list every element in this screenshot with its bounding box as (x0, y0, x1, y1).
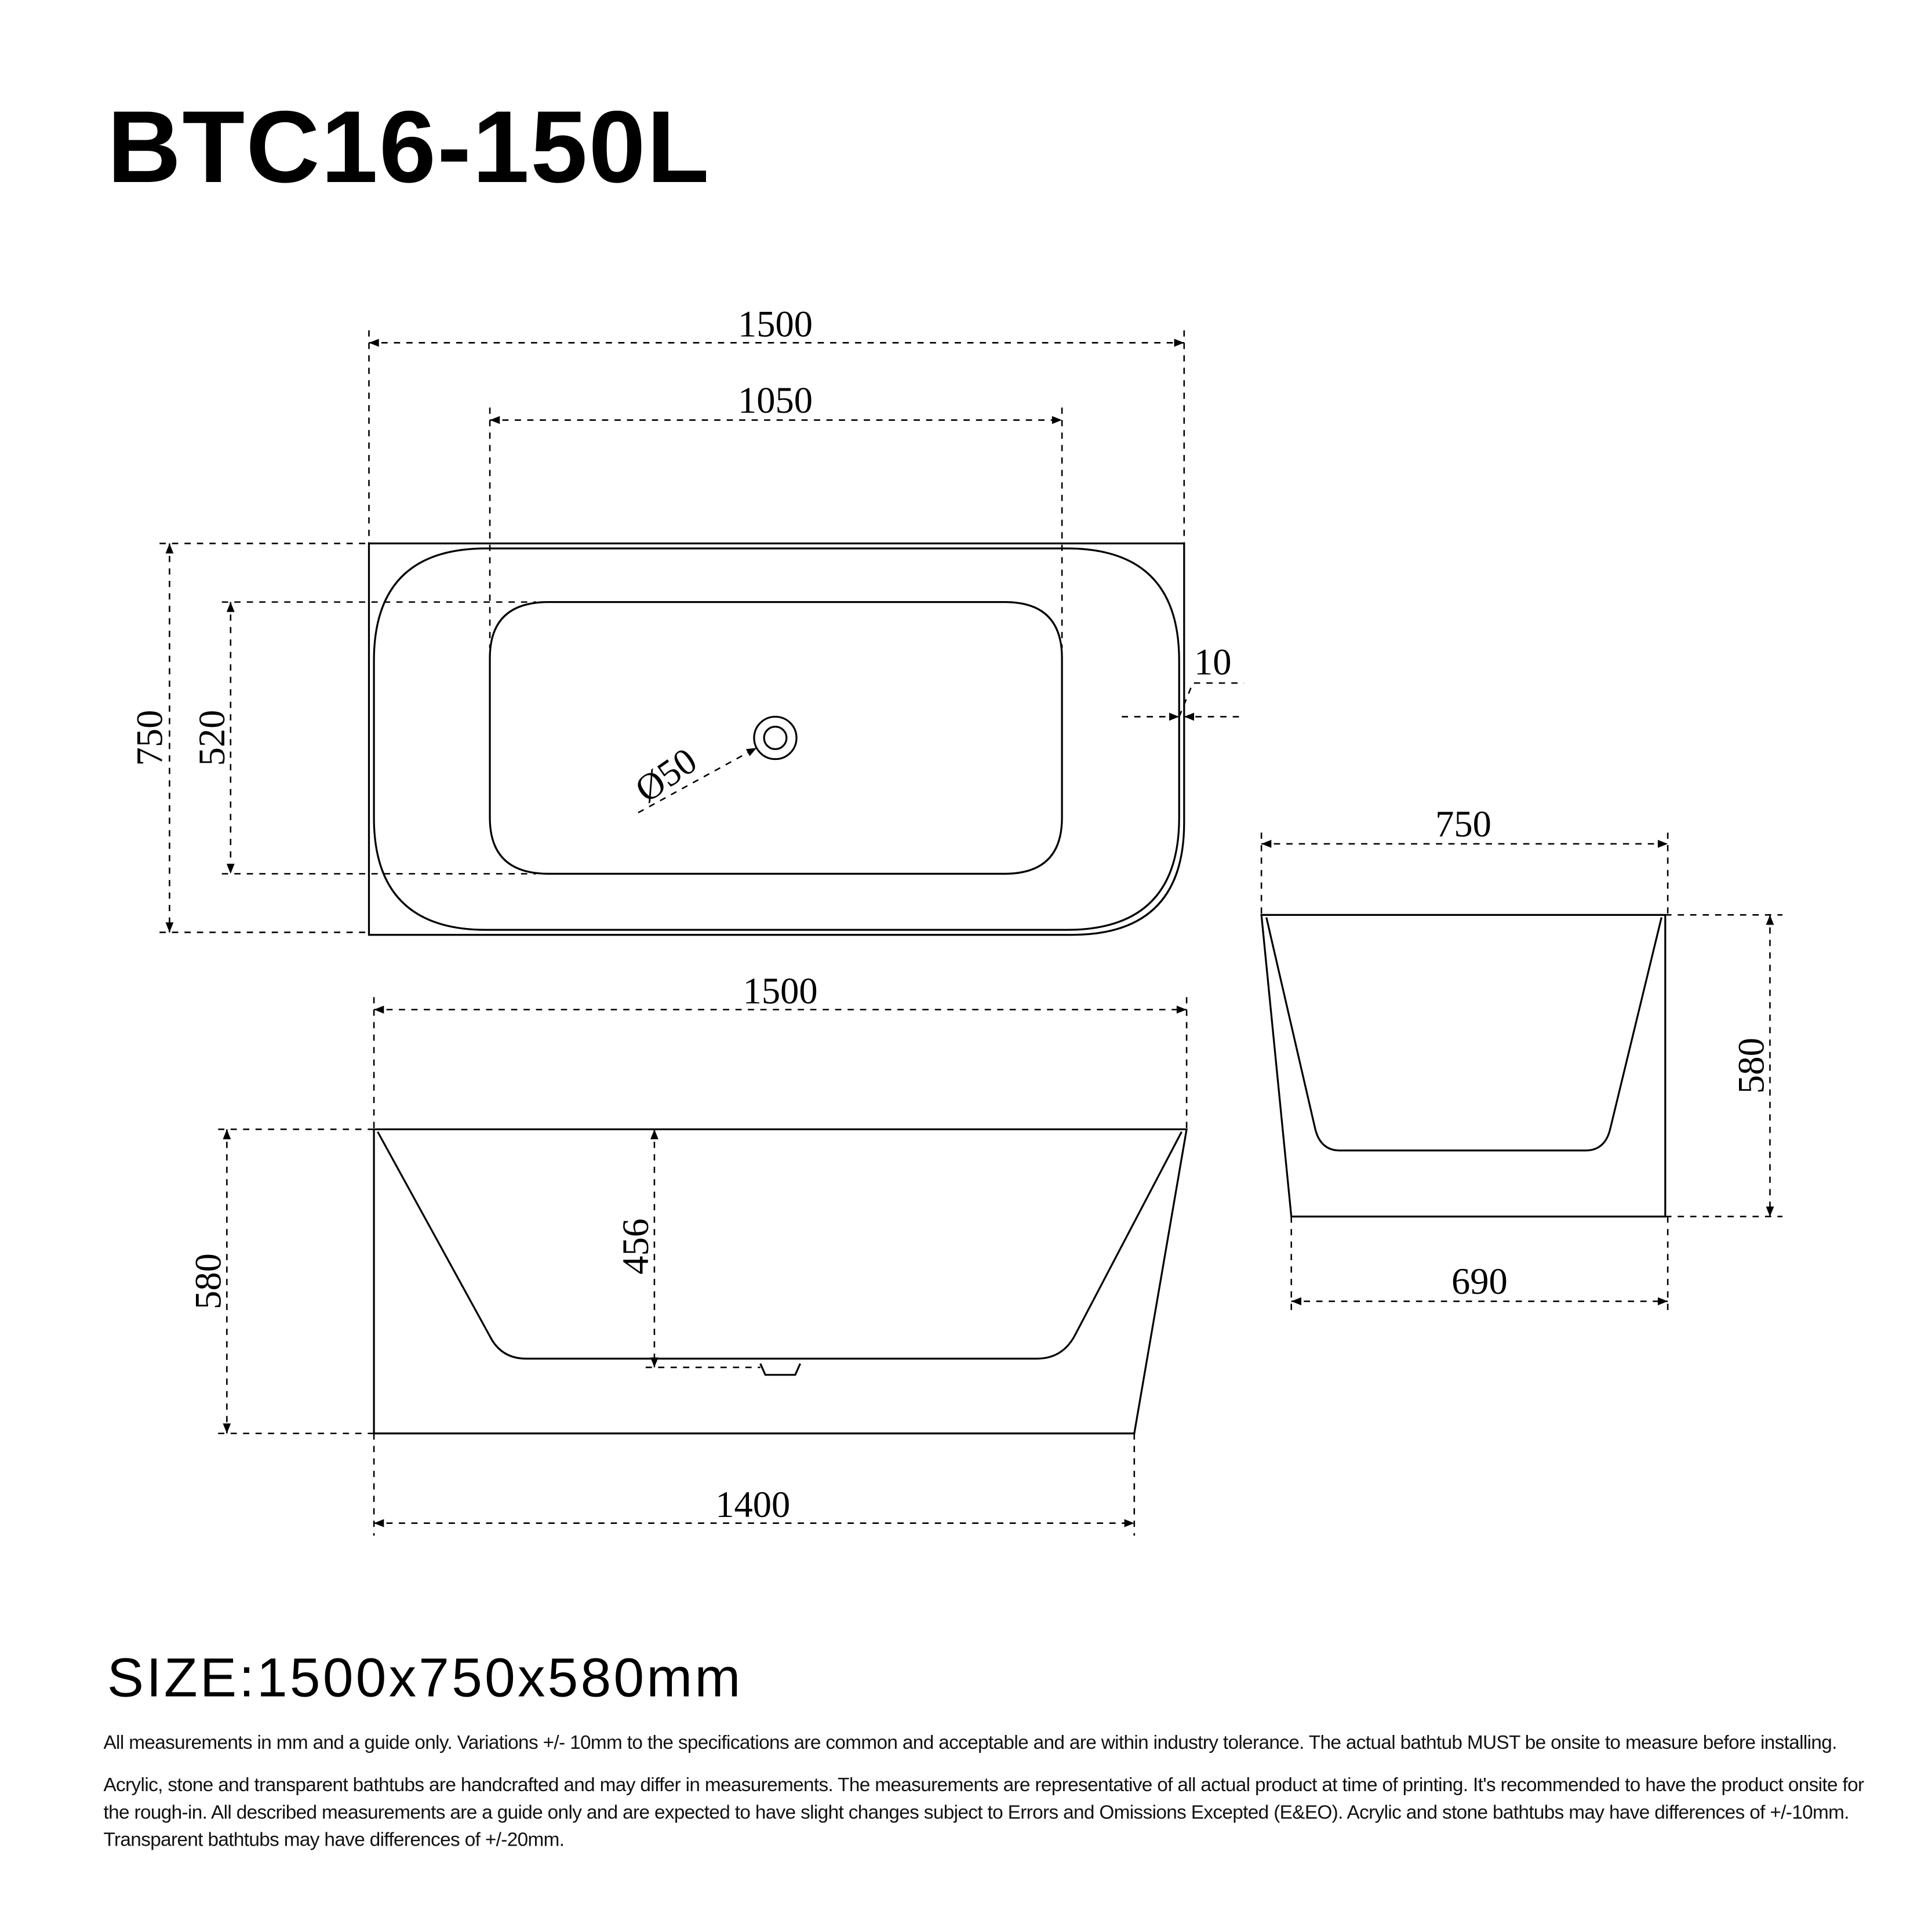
drain-outer (753, 715, 798, 761)
disclaimer-notes: All measurements in mm and a guide only.… (103, 1730, 1873, 1870)
top-view-rim (373, 547, 1180, 931)
side-view-outline (1260, 914, 1667, 1218)
dim-inner-length: 1050 (738, 380, 813, 421)
drain-inner (763, 726, 788, 750)
top-view-basin (489, 601, 1063, 875)
dim-side-height: 580 (1731, 1038, 1772, 1094)
front-view-outline (373, 1128, 1188, 1435)
note-handcrafted: Acrylic, stone and transparent bathtubs … (103, 1775, 1864, 1851)
dim-front-top-length: 1500 (743, 970, 818, 1012)
dim-rim-offset: 10 (1194, 641, 1232, 682)
dim-base-length: 1400 (715, 1484, 790, 1525)
side-view-basin (1265, 917, 1662, 1152)
dim-side-top-width: 750 (1435, 803, 1491, 845)
top-view: 1500 1050 750 520 10 Ø50 (129, 304, 1245, 936)
dim-side-base-width: 690 (1451, 1261, 1508, 1302)
top-view-outer (368, 542, 1185, 936)
dim-drain-diameter: Ø50 (628, 740, 704, 810)
front-view: 1500 580 456 1400 (188, 970, 1188, 1536)
dim-front-height: 580 (188, 1253, 229, 1309)
dim-inner-width: 520 (191, 710, 232, 766)
model-title: BTC16-150L (107, 90, 711, 205)
note-measurements: All measurements in mm and a guide only.… (103, 1732, 1837, 1754)
side-view: 750 580 690 (1260, 803, 1782, 1312)
dim-top-width: 750 (129, 710, 170, 766)
front-view-drain (759, 1363, 801, 1376)
size-label: SIZE:1500x750x580mm (107, 1647, 743, 1709)
dim-inner-depth: 456 (615, 1218, 656, 1275)
dim-top-length: 1500 (738, 304, 813, 345)
front-view-basin (377, 1131, 1183, 1360)
